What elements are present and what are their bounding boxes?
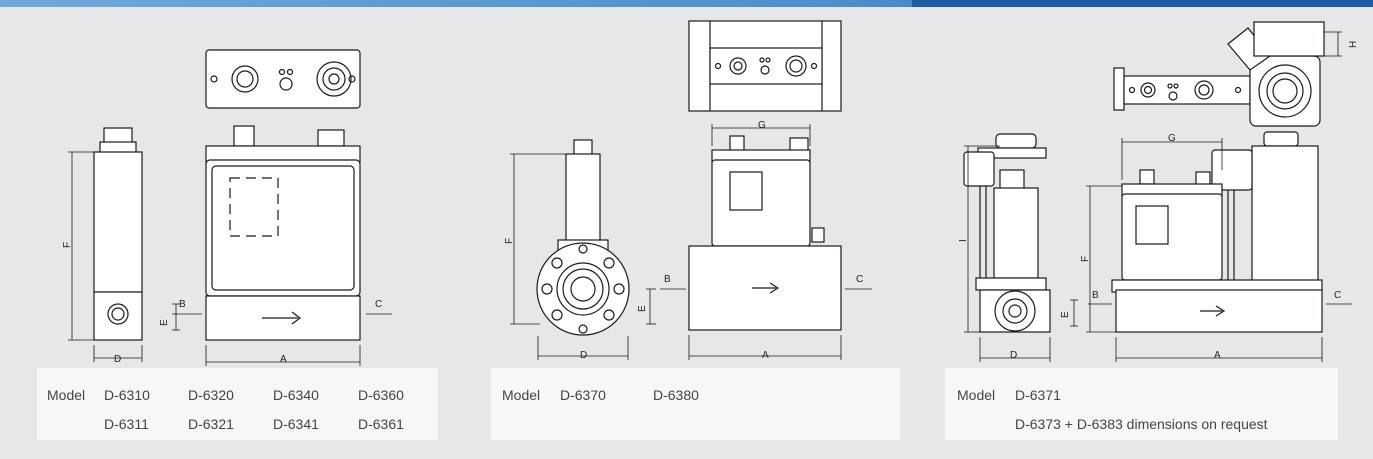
dim-label-e3: E (1060, 311, 1071, 318)
model-d6370: D-6370 (560, 387, 606, 403)
side-view-2 (536, 139, 630, 336)
dim-label-a2: A (762, 350, 769, 361)
top-accent-bar (0, 0, 1373, 7)
dim-label-g2: G (758, 120, 766, 131)
dim-label-d1: D (114, 354, 121, 365)
model-panel-3: Model D-6371 D-6373 + D-6383 dimensions … (945, 368, 1338, 440)
dim-label-a3: A (1214, 350, 1221, 361)
model-d6321: D-6321 (188, 416, 234, 432)
model-panel-2: Model D-6370 D-6380 (491, 368, 900, 440)
model-label: Model (957, 387, 996, 403)
dim-label-c1: C (375, 299, 382, 310)
model-d6361: D-6361 (358, 416, 404, 432)
dim-label-d3: D (1010, 350, 1017, 361)
dimension-lines-3 (964, 31, 1352, 362)
drawing-group-2 (510, 20, 872, 360)
dimension-labels-1: F D A B C E (62, 242, 382, 365)
model-label: Model (502, 387, 541, 403)
dim-label-i3: I (958, 239, 969, 242)
dimension-labels-2: F D A G B C E (504, 120, 863, 361)
dim-label-f2: F (504, 238, 515, 244)
front-view-1 (205, 125, 361, 341)
dim-label-b3: B (1092, 290, 1099, 301)
dim-label-a1: A (280, 354, 287, 365)
side-view-1 (93, 127, 143, 341)
dim-label-b2: B (664, 274, 671, 285)
model-d6341: D-6341 (273, 416, 319, 432)
dim-label-e1: E (159, 319, 170, 326)
model-d6320: D-6320 (188, 387, 234, 403)
top-accent-bar-dark (912, 0, 1373, 7)
top-view-connector-plate-2 (688, 20, 842, 112)
dim-label-f3: F (1080, 256, 1091, 262)
model-d6340: D-6340 (273, 387, 319, 403)
model-panel-1: Model D-6310 D-6320 D-6340 D-6360 D-6311… (37, 368, 438, 440)
dim-label-b1: B (179, 299, 186, 310)
side-view-3 (963, 133, 1051, 333)
dim-label-h3: H (1348, 41, 1359, 48)
front-view-2 (688, 135, 842, 331)
top-view-connector-plate-3 (1113, 21, 1325, 127)
drawing-group-1 (68, 49, 392, 366)
dimension-lines-1 (68, 151, 392, 366)
front-view-3 (1111, 131, 1323, 333)
dim-label-g3: G (1168, 133, 1176, 144)
dimension-labels-3: I F D A G B C E H (958, 41, 1359, 361)
dim-label-c2: C (856, 274, 863, 285)
dim-label-e2: E (637, 305, 648, 312)
dim-label-d2: D (580, 350, 587, 361)
model-d6380: D-6380 (653, 387, 699, 403)
dim-label-f1: F (62, 242, 73, 248)
dimension-lines-2 (510, 124, 872, 360)
model-label: Model (47, 387, 86, 403)
dim-label-c3: C (1334, 290, 1341, 301)
model-d6371: D-6371 (1015, 387, 1061, 403)
model-d6310: D-6310 (104, 387, 150, 403)
top-view-connector-plate (205, 49, 361, 109)
model-d6311: D-6311 (104, 416, 149, 432)
model-d6360: D-6360 (358, 387, 404, 403)
dimensions-note: D-6373 + D-6383 dimensions on request (1015, 416, 1268, 432)
drawing-group-3 (963, 21, 1352, 362)
